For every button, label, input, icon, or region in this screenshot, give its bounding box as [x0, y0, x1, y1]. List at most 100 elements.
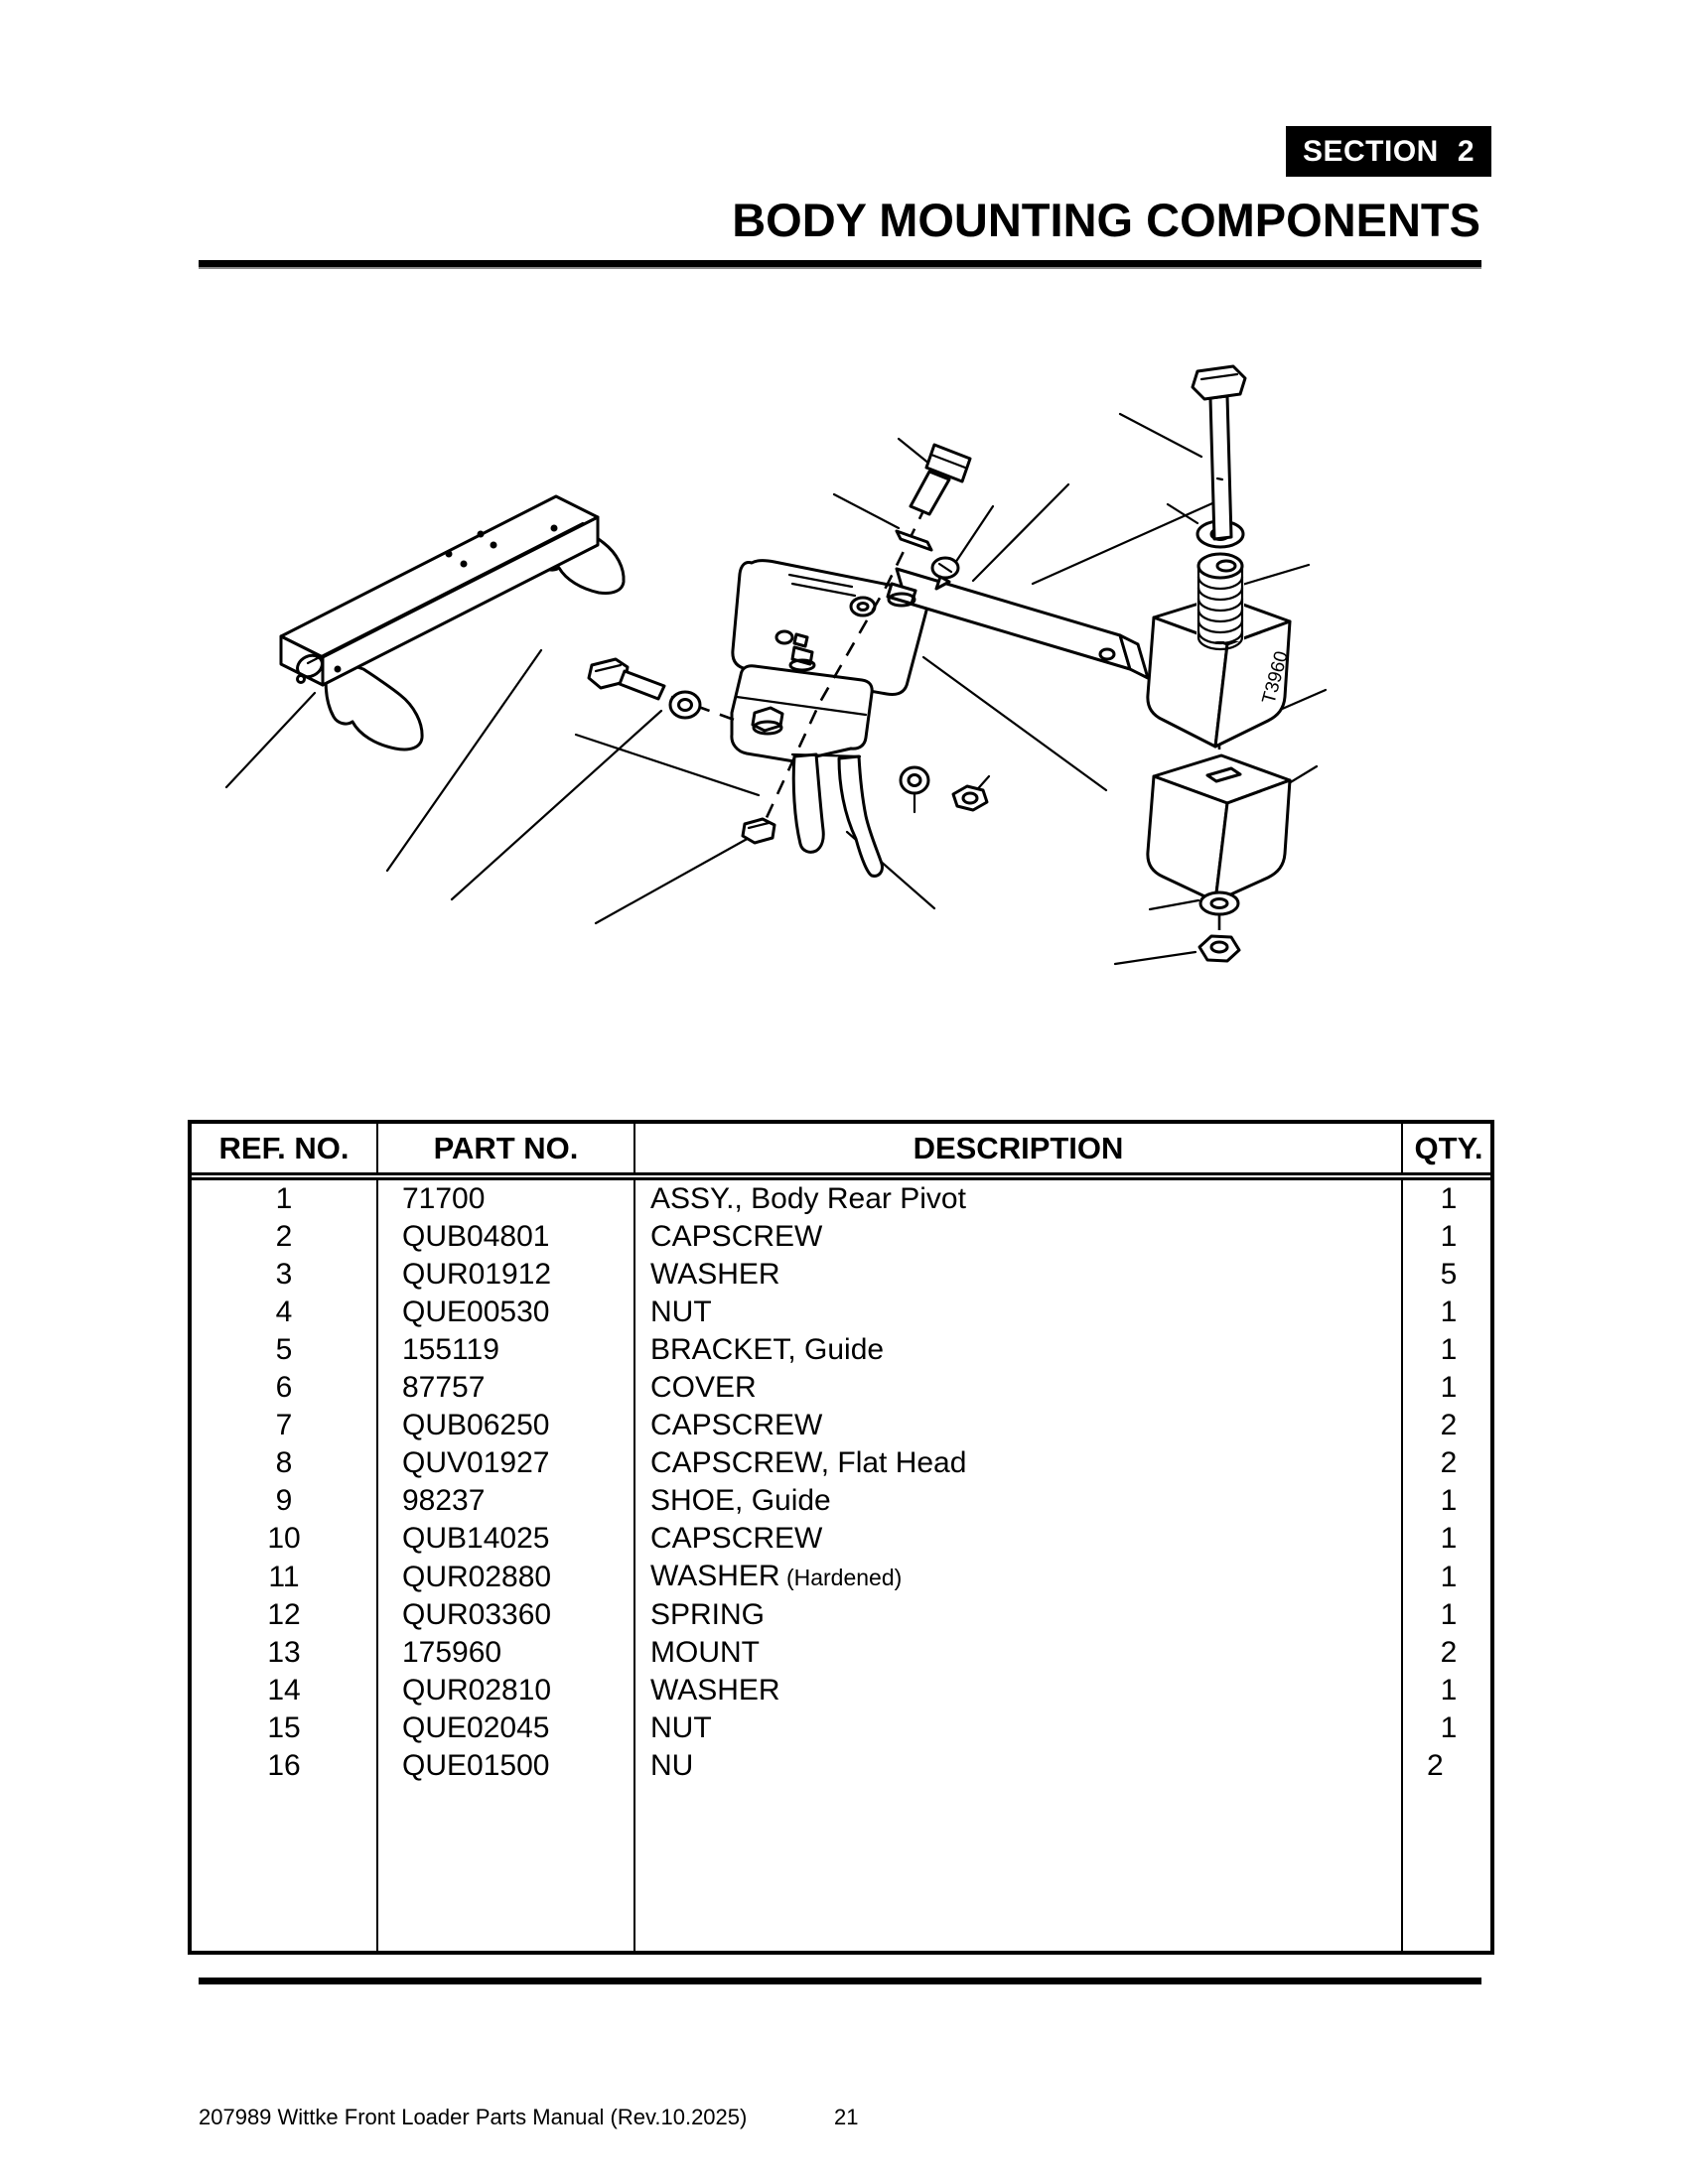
- column-header: DESCRIPTION: [633, 1124, 1402, 1180]
- column-header: REF. NO.: [192, 1124, 377, 1180]
- qty-cell: 1: [1401, 1558, 1494, 1596]
- table-filler-row: [192, 1785, 1494, 1951]
- qty-cell: 5: [1401, 1256, 1494, 1294]
- part-no-cell: QUB14025: [376, 1520, 634, 1558]
- part-no-cell: QUE00530: [376, 1294, 634, 1331]
- description-cell: BRACKET, Guide: [633, 1331, 1402, 1369]
- footer-rule: [199, 1978, 1481, 1984]
- empty-cell: [376, 1785, 634, 1951]
- part-no-cell: 98237: [376, 1482, 634, 1520]
- part-no-cell: QUE01500: [376, 1747, 634, 1785]
- header-rule: [199, 260, 1481, 269]
- qty-cell: 1: [1401, 1596, 1494, 1634]
- description-cell: MOUNT: [633, 1634, 1402, 1672]
- empty-cell: [1401, 1785, 1494, 1951]
- description-cell: CAPSCREW: [633, 1520, 1402, 1558]
- ref-no-cell: 16: [267, 1749, 301, 1782]
- description-cell: SPRING: [633, 1596, 1402, 1634]
- empty-cell: [633, 1785, 1402, 1951]
- part-no-cell: QUR02810: [376, 1672, 634, 1709]
- qty-cell: 1: [1401, 1672, 1494, 1709]
- section-badge-label: SECTION: [1303, 134, 1439, 168]
- part-no-cell: QUR03360: [376, 1596, 634, 1634]
- ref-no-cell: 11: [268, 1560, 300, 1593]
- ref-no-cell: 3: [275, 1258, 293, 1291]
- footer-text: 207989 Wittke Front Loader Parts Manual …: [199, 2105, 748, 2129]
- qty-cell: 1: [1401, 1709, 1494, 1747]
- ref-no-cell: 2: [275, 1220, 293, 1253]
- exploded-parts-diagram: T3960: [224, 364, 1328, 966]
- ref-no-cell: 4: [275, 1296, 293, 1328]
- part-no-cell: 87757: [376, 1369, 634, 1407]
- qty-cell: 1: [1401, 1369, 1494, 1407]
- qty-cell: 2: [1401, 1747, 1494, 1785]
- section-badge-number: 2: [1457, 134, 1475, 168]
- ref-no-cell: 8: [275, 1446, 293, 1479]
- part-no-cell: 71700: [376, 1176, 634, 1218]
- column-header: PART NO.: [376, 1124, 634, 1180]
- description-note: (Hardened): [779, 1565, 903, 1590]
- diagram-area: T3960: [0, 268, 1688, 1122]
- qty-cell: 1: [1401, 1176, 1494, 1218]
- ref-no-cell: 7: [275, 1409, 293, 1441]
- part-no-cell: QUR02880: [376, 1558, 634, 1596]
- part-no-cell: QUB04801: [376, 1218, 634, 1256]
- section-badge: SECTION 2: [1286, 126, 1491, 177]
- description-cell: NUT: [633, 1294, 1402, 1331]
- qty-cell: 1: [1401, 1482, 1494, 1520]
- part-no-cell: QUE02045: [376, 1709, 634, 1747]
- ref-no-cell: 14: [267, 1674, 301, 1706]
- description-cell: NUT: [633, 1709, 1402, 1747]
- empty-cell: [192, 1785, 377, 1951]
- ref-no-cell: 10: [267, 1522, 301, 1555]
- part-no-cell: QUV01927: [376, 1444, 634, 1482]
- qty-cell: 1: [1401, 1294, 1494, 1331]
- ref-no-cell: 12: [267, 1598, 301, 1631]
- qty-cell: 1: [1401, 1520, 1494, 1558]
- drawing-spring-mount-stack: T3960: [1113, 364, 1328, 966]
- description-cell: COVER: [633, 1369, 1402, 1407]
- description-cell: WASHER: [633, 1672, 1402, 1709]
- ref-no-cell: 6: [275, 1371, 293, 1404]
- qty-cell: 2: [1401, 1407, 1494, 1444]
- part-no-cell: QUR01912: [376, 1256, 634, 1294]
- ref-no-cell: 1: [275, 1182, 293, 1215]
- page-title: BODY MOUNTING COMPONENTS: [732, 194, 1480, 246]
- description-cell: WASHER (Hardened): [633, 1558, 1402, 1596]
- part-no-cell: QUB06250: [376, 1407, 634, 1444]
- description-cell: WASHER: [633, 1256, 1402, 1294]
- ref-no-cell: 15: [267, 1711, 301, 1744]
- ref-no-cell: 5: [275, 1333, 293, 1366]
- qty-cell: 2: [1401, 1444, 1494, 1482]
- column-header: QTY.: [1401, 1124, 1494, 1180]
- description-cell: CAPSCREW, Flat Head: [633, 1444, 1402, 1482]
- ref-no-cell: 9: [275, 1484, 293, 1517]
- page-number: 21: [834, 2105, 859, 2129]
- ref-no-cell: 13: [267, 1636, 301, 1669]
- qty-cell: 2: [1401, 1634, 1494, 1672]
- qty-cell: 1: [1401, 1331, 1494, 1369]
- description-cell: CAPSCREW: [633, 1407, 1402, 1444]
- description-cell: NU: [633, 1747, 1402, 1785]
- qty-cell: 1: [1401, 1218, 1494, 1256]
- description-cell: CAPSCREW: [633, 1218, 1402, 1256]
- page-footer: 207989 Wittke Front Loader Parts Manual …: [199, 2105, 1092, 2138]
- drawing-guide-bracket-group: [450, 437, 1223, 925]
